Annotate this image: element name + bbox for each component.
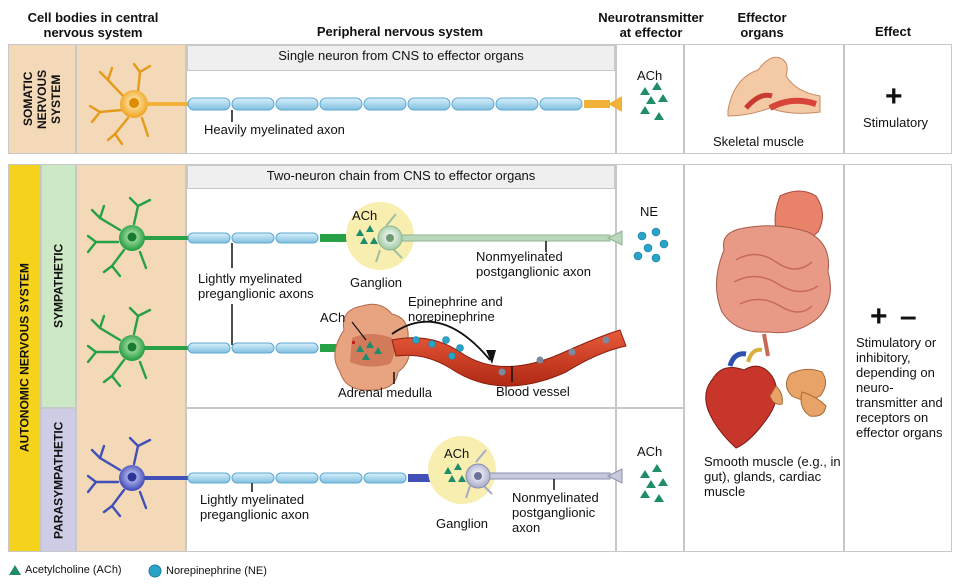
stomach-intestine-illustration xyxy=(715,190,831,357)
autonomic-band: Two-neuron chain from CNS to effector or… xyxy=(187,165,615,189)
legend-ne-label: Norepinephrine (NE) xyxy=(166,565,267,577)
sympathetic-pre-axons-label: Lightly myelinated preganglionic axons xyxy=(198,271,314,301)
autonomic-effect: Stimulatory or inhibitory, depending on … xyxy=(856,335,943,440)
somatic-organ: Skeletal muscle xyxy=(713,134,805,149)
blood-vessel-label: Blood vessel xyxy=(496,384,570,399)
sympathetic-neuron-1 xyxy=(86,196,190,278)
legend-ne: Norepinephrine (NE) xyxy=(148,564,267,578)
somatic-effect-plus: + xyxy=(885,80,903,113)
sympathetic-preganglionic-axon-2 xyxy=(187,342,360,354)
somatic-effect: Stimulatory xyxy=(863,115,929,130)
legend-ach-label: Acetylcholine (ACh) xyxy=(25,564,122,576)
parasympathetic-postganglionic-axon xyxy=(489,468,623,490)
parasympathetic-ganglion-nt: ACh xyxy=(444,446,470,461)
legend-ach: Acetylcholine (ACh) xyxy=(8,564,122,576)
glands-illustration xyxy=(769,368,827,417)
somatic-myelinated-axon xyxy=(187,96,622,122)
somatic-effect-cell xyxy=(844,44,952,154)
somatic-band: Single neuron from CNS to effector organ… xyxy=(187,45,615,71)
header-neurotransmitter: Neurotransmitter at effector xyxy=(598,10,704,40)
autonomic-effect-symbols: + – xyxy=(870,300,919,333)
parasympathetic-ganglion-neuron xyxy=(444,449,493,499)
parasympathetic-ganglion-label: Ganglion xyxy=(436,516,489,531)
triangle-icon xyxy=(9,565,21,575)
header-cns: Cell bodies in central nervous system xyxy=(27,10,159,40)
parasympathetic-neuron xyxy=(86,436,190,518)
adrenal-gland xyxy=(334,303,411,391)
heart-illustration xyxy=(705,347,778,449)
somatic-nt: ACh xyxy=(637,68,663,83)
parasympathetic-pre-axon-label: Lightly myelinated preganglionic axon xyxy=(200,492,310,522)
sympathetic-post-axon-label: Nonmyelinated postganglionic axon xyxy=(476,249,591,279)
parasympathetic-nt: ACh xyxy=(637,444,663,459)
sympathetic-ganglion-nt: ACh xyxy=(352,208,378,223)
adrenal-ach-label: ACh xyxy=(320,310,346,325)
header-effect: Effect xyxy=(874,24,912,39)
sympathetic-preganglionic-axon-1 xyxy=(187,232,350,244)
skeletal-muscle-illustration xyxy=(727,56,821,117)
sympathetic-postganglionic-axon xyxy=(401,230,623,252)
autonomic-effect-cell xyxy=(844,164,952,552)
parasympathetic-ach-molecules xyxy=(640,464,668,502)
header-pns: Peripheral nervous system xyxy=(316,24,484,39)
parasympathetic-preganglionic-axon xyxy=(187,472,448,492)
sympathetic-nt-cell xyxy=(616,164,684,408)
adrenal-medulla-label: Adrenal medulla xyxy=(338,385,432,400)
header-effector: Effector organs xyxy=(737,10,787,40)
epinephrine-label: Epinephrine and norepinephrine xyxy=(408,294,503,324)
sympathetic-ganglion-label: Ganglion xyxy=(350,275,403,290)
somatic-axon-label: Heavily myelinated axon xyxy=(204,122,345,137)
sympathetic-ganglion-neuron xyxy=(356,213,403,263)
autonomic-organ-label: Smooth muscle (e.g., in gut), glands, ca… xyxy=(704,454,841,499)
somatic-ach-molecules xyxy=(640,82,668,120)
parasympathetic-post-axon-label: Nonmyelinated postganglionic axon xyxy=(512,490,599,535)
sympathetic-ne-molecules xyxy=(633,227,669,263)
blood-vessel xyxy=(391,320,627,387)
somatic-neuron xyxy=(88,62,190,146)
sympathetic-neuron-2 xyxy=(86,306,190,388)
circle-icon xyxy=(148,564,162,578)
sympathetic-nt: NE xyxy=(640,204,659,219)
